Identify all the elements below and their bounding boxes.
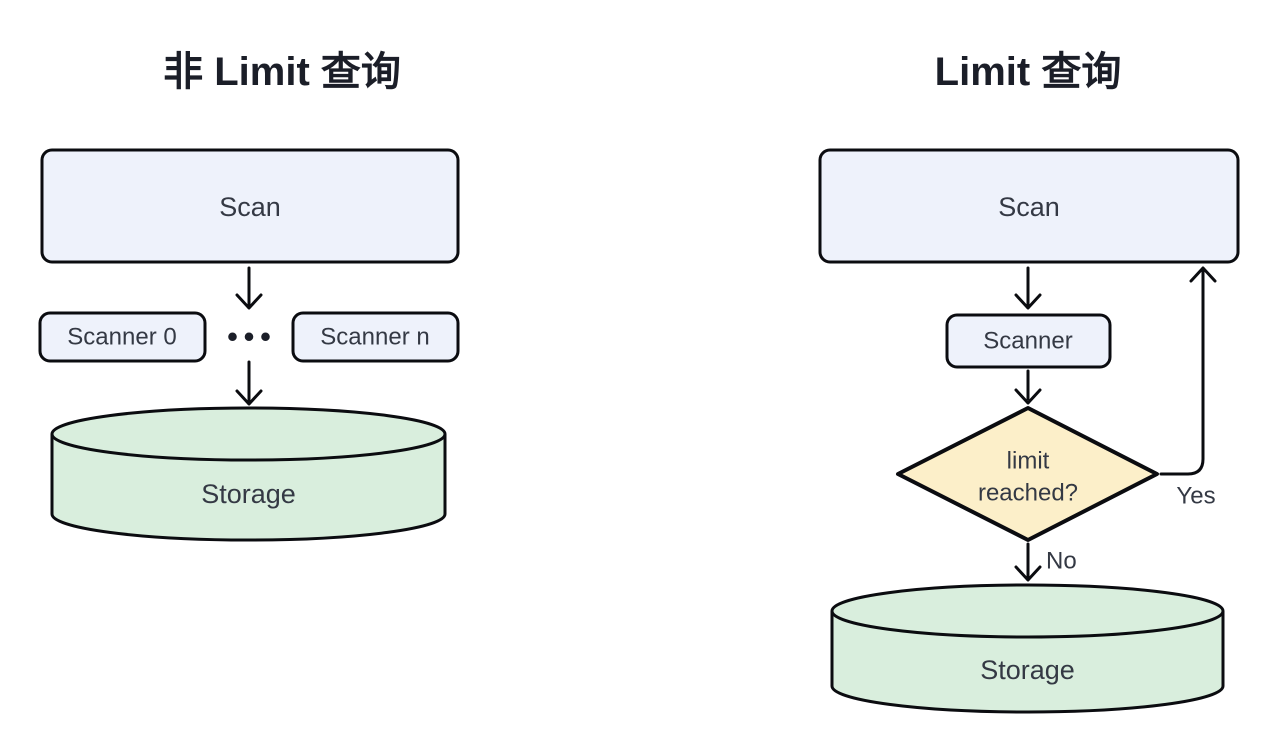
left-arrow-scan-to-scanners: [235, 266, 263, 310]
scanner-0-label: Scanner 0: [67, 324, 176, 351]
left-scan-label: Scan: [219, 192, 281, 222]
left-title: 非 Limit 查询: [163, 50, 401, 94]
right-title: Limit 查询: [935, 50, 1122, 94]
right-storage-label: Storage: [980, 655, 1075, 685]
left-storage-label: Storage: [201, 479, 296, 509]
decision-label-line1: limit: [1007, 448, 1050, 475]
right-flowchart: Limit 查询 Scan Scanner limit reached? Yes: [818, 50, 1240, 714]
yes-label: Yes: [1176, 483, 1215, 510]
right-arrow-scanner-to-decision: [1014, 369, 1042, 405]
scanner-label: Scanner: [983, 328, 1072, 355]
left-storage-top: [50, 406, 447, 462]
right-storage-body: [830, 611, 1225, 714]
scanner-n-node: [291, 311, 460, 363]
right-scan-node: [818, 148, 1240, 264]
scanner-0-node: [38, 311, 207, 363]
decision-label-line2: reached?: [978, 480, 1078, 507]
left-flowchart: 非 Limit 查询 Scan Scanner 0 ••• Scanner n …: [38, 50, 460, 542]
no-arrow: [1014, 542, 1042, 582]
right-storage-top: [830, 583, 1225, 639]
ellipsis-dots: •••: [227, 321, 277, 354]
scanner-n-label: Scanner n: [320, 324, 429, 351]
no-label: No: [1046, 548, 1077, 575]
left-scan-node: [40, 148, 460, 264]
left-storage-body: [50, 434, 447, 542]
right-scan-label: Scan: [998, 192, 1060, 222]
right-arrow-scan-to-scanner: [1014, 266, 1042, 310]
yes-loop-arrow: [1159, 266, 1217, 476]
left-arrow-scanners-to-storage: [235, 360, 263, 406]
left-storage-node: Storage: [50, 406, 447, 542]
scanner-node: [945, 313, 1112, 369]
limit-reached-decision: [896, 406, 1159, 542]
right-storage-node: Storage: [830, 583, 1225, 714]
